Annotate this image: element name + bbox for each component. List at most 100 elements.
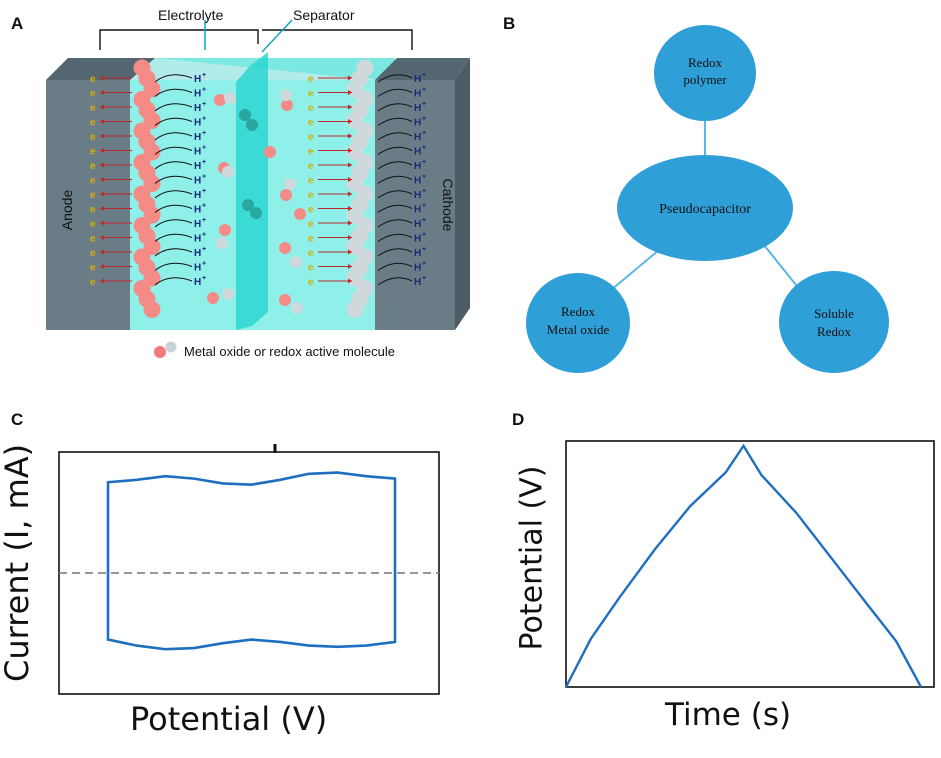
electrolyte-molecule: [216, 237, 228, 249]
anode-electron-symbol: e: [90, 118, 96, 129]
cathode-electron-arrowhead: [348, 177, 352, 182]
cathode-electron-symbol: e: [308, 132, 314, 143]
electrolyte-molecule: [281, 99, 293, 111]
separator-pointer: [261, 19, 293, 53]
anode-proton-symbol: H: [194, 89, 201, 100]
anode-proton-arrow: [154, 74, 193, 83]
cathode-proton-symbol: H: [414, 234, 421, 245]
anode-proton-symbol: H: [194, 176, 201, 187]
anode-proton-symbol: H: [194, 277, 201, 288]
chart-d-xlabel: Time (s): [665, 697, 792, 733]
anode-electron-arrowhead: [100, 148, 104, 153]
electrolyte-bracket: [99, 29, 259, 50]
cathode-electron-arrowhead: [348, 264, 352, 269]
anode-proton-charge: +: [202, 87, 206, 94]
cathode-proton-symbol: H: [414, 219, 421, 230]
anode-proton-charge: +: [202, 159, 206, 166]
cathode-proton-charge: +: [422, 72, 426, 79]
cathode-electron-symbol: e: [308, 277, 314, 288]
separator-bracket: [262, 29, 413, 50]
anode-electron-symbol: e: [90, 263, 96, 274]
anode-electron-symbol: e: [90, 219, 96, 230]
anode-label: Anode: [59, 190, 75, 231]
cathode-proton-charge: +: [422, 261, 426, 268]
cathode-electron-symbol: e: [308, 147, 314, 158]
anode-proton-charge: +: [202, 232, 206, 239]
cathode-redox-particle: [346, 301, 364, 318]
cathode-proton-arrow: [377, 175, 413, 184]
chart-c-ylabel: Current (I, mA): [0, 443, 36, 682]
anode-proton-charge: +: [202, 203, 206, 210]
cathode-electron-symbol: e: [308, 118, 314, 129]
cathode-proton-charge: +: [422, 87, 426, 94]
anode-metal-oxide-particle: [143, 301, 161, 318]
electrolyte-molecule: [214, 94, 226, 106]
cathode-side: [455, 58, 470, 330]
electrolyte-molecule: [246, 119, 258, 131]
anode-proton-charge: +: [202, 101, 206, 108]
electrolyte-molecule: [284, 178, 296, 190]
anode-proton-arrow: [154, 146, 193, 155]
anode-proton-arrow: [154, 233, 193, 242]
anode-proton-charge: +: [202, 246, 206, 253]
node-pseudocapacitor: [617, 155, 793, 261]
cathode-electron-arrowhead: [348, 162, 352, 168]
cathode-proton-charge: +: [422, 145, 426, 152]
anode-electron-arrowhead: [100, 235, 104, 240]
legend-text: Metal oxide or redox active molecule: [184, 344, 395, 359]
node-redox-polymer-line1: Redox: [688, 55, 722, 70]
chart-c-xlabel: Potential (V): [130, 700, 328, 738]
anode-proton-charge: +: [202, 174, 206, 181]
separator-membrane: [236, 52, 268, 330]
anode-proton-arrow: [154, 248, 193, 257]
node-soluble-redox: [779, 271, 889, 373]
anode-proton-charge: +: [202, 261, 206, 268]
anode-proton-arrow: [154, 219, 193, 228]
anode-electron-arrowhead: [100, 133, 104, 139]
anode-electron-arrowhead: [100, 206, 104, 211]
node-redox-polymer: [654, 25, 756, 121]
cathode-proton-arrow: [377, 262, 413, 271]
anode-proton-symbol: H: [194, 147, 201, 158]
cathode-electron-arrowhead: [348, 104, 352, 110]
cathode-proton-symbol: H: [414, 263, 421, 274]
anode-redox-particles: [133, 59, 161, 318]
cathode-proton-arrow: [377, 88, 413, 97]
cathode-proton-symbol: H: [414, 277, 421, 288]
electrolyte-molecule: [219, 224, 231, 236]
anode-proton-symbol: H: [194, 132, 201, 143]
anode-proton-arrow: [154, 161, 193, 170]
node-redox-metal-oxide: [526, 273, 630, 373]
panel-d-letter: D: [512, 410, 525, 429]
cathode-electron-arrowhead: [348, 148, 352, 153]
cathode-proton-charge: +: [422, 275, 426, 282]
anode-electron-arrowhead: [100, 90, 104, 95]
anode-proton-arrow: [154, 277, 193, 286]
cathode-electron-symbol: e: [308, 234, 314, 245]
node-redox-metal-oxide-line1: Redox: [561, 304, 595, 319]
cathode-proton-arrow: [377, 117, 413, 126]
anode-electron-symbol: e: [90, 89, 96, 100]
anode-proton-arrow: [154, 204, 193, 213]
anode-electron-symbol: e: [90, 205, 96, 216]
cathode-proton-arrow: [377, 161, 413, 170]
cathode-electron-arrowhead: [348, 278, 352, 284]
separator-label: Separator: [293, 7, 355, 23]
anode-proton-arrow: [154, 175, 193, 184]
anode-proton-symbol: H: [194, 263, 201, 274]
electrolyte-molecule: [279, 294, 291, 306]
anode-proton-symbol: H: [194, 234, 201, 245]
cathode-proton-symbol: H: [414, 89, 421, 100]
electrolyte-molecule: [294, 208, 306, 220]
cathode-redox-particles: [346, 59, 374, 318]
electrolyte-molecule: [242, 199, 254, 211]
cathode-proton-charge: +: [422, 232, 426, 239]
anode-electron-arrowhead: [100, 264, 104, 269]
pseudocapacitor-types-diagram: Redox polymer Pseudocapacitor Redox Meta…: [526, 25, 889, 373]
electrolyte-molecule: [239, 109, 251, 121]
anode-top: [46, 58, 155, 80]
cathode-proton-arrow: [377, 248, 413, 257]
cathode-proton-arrow: [377, 74, 413, 83]
